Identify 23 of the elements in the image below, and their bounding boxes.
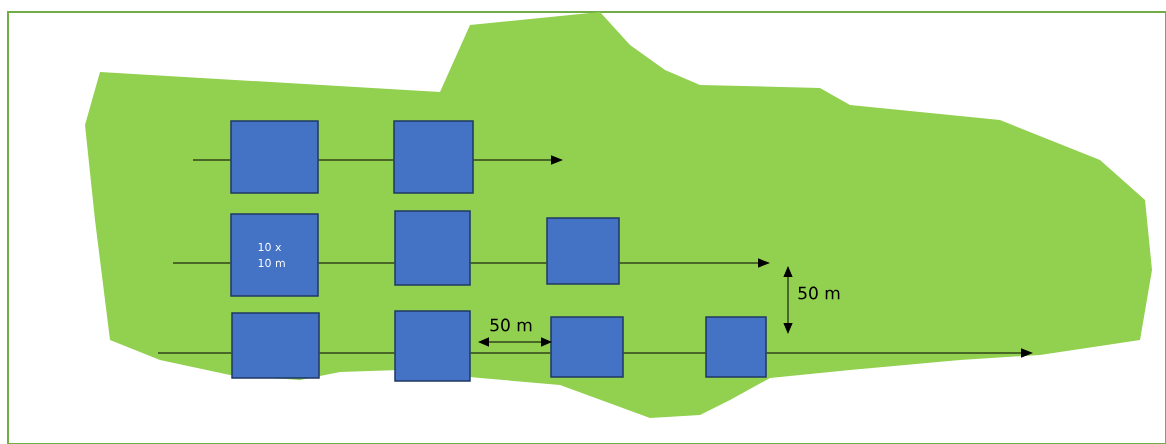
plot-square xyxy=(705,316,767,378)
transect-line xyxy=(766,348,1033,358)
plot-square xyxy=(230,120,319,194)
transect-line xyxy=(318,262,395,264)
dimension-label: 50 m xyxy=(798,286,840,300)
transect-line xyxy=(473,155,563,165)
transect-line xyxy=(192,159,231,161)
transect-line xyxy=(470,262,547,264)
transect-line xyxy=(172,262,231,264)
transect-line xyxy=(319,352,395,354)
plot-square xyxy=(394,310,471,382)
plot-square xyxy=(394,210,471,286)
plot-square: 10 x 10 m xyxy=(230,213,319,297)
plot-square xyxy=(550,316,624,378)
transect-line xyxy=(619,258,770,268)
plot-square xyxy=(546,217,620,285)
transect-line xyxy=(623,352,706,354)
dimension-label: 50 m xyxy=(490,318,532,332)
plot-square xyxy=(231,312,320,379)
transect-line xyxy=(470,352,551,354)
transect-line xyxy=(318,159,394,161)
transect-line xyxy=(157,352,232,354)
plot-square xyxy=(393,120,474,194)
